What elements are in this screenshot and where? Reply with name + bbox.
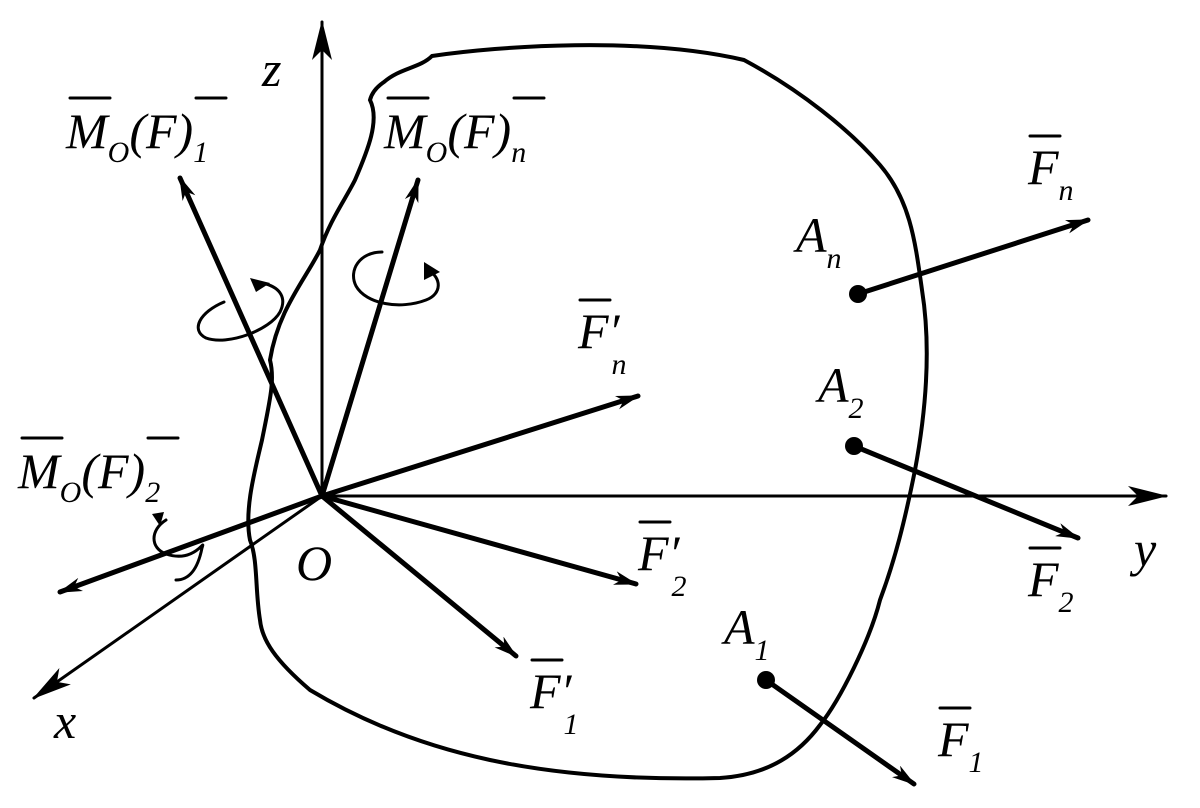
moment-1-label: MO(F)1 <box>65 96 228 169</box>
force-2-prime-arrow <box>319 493 639 587</box>
rotation-arrow-2-icon <box>152 512 205 582</box>
moment-n-arrow <box>319 177 421 499</box>
force-1-prime-label: F′1 <box>529 658 578 741</box>
force-2-arrow <box>851 443 1081 541</box>
force-1-prime-arrow <box>319 493 519 659</box>
x-axis-line <box>32 494 324 700</box>
point-a2-dot <box>845 437 863 455</box>
point-an-label: An <box>793 207 842 275</box>
svg-text:F1: F1 <box>937 711 984 779</box>
svg-text:F2: F2 <box>1027 551 1074 619</box>
moment-n-label: MO(F)n <box>383 96 546 169</box>
point-a1-label: A1 <box>721 599 770 667</box>
moment-2-arrow <box>57 493 325 595</box>
svg-text:MO(F)1: MO(F)1 <box>65 103 208 169</box>
moment-1-arrow <box>177 175 325 499</box>
svg-text:MO(F)2: MO(F)2 <box>17 443 160 509</box>
force-2-prime-label: F′2 <box>637 520 686 603</box>
force-n-label: Fn <box>1027 134 1074 207</box>
body-outline <box>246 43 929 781</box>
svg-text:F′1: F′1 <box>529 663 578 741</box>
z-axis-label: z <box>261 41 281 97</box>
force-n-prime-label: F′n <box>577 298 626 381</box>
force-1-arrow <box>763 677 917 787</box>
moment-2-label: MO(F)2 <box>17 436 180 509</box>
force-n-prime-arrow <box>319 393 641 499</box>
x-axis-label: x <box>53 693 76 749</box>
svg-text:F′n: F′n <box>577 303 626 381</box>
y-axis-label: y <box>1129 521 1157 577</box>
origin-label: O <box>296 535 332 591</box>
svg-text:F′2: F′2 <box>637 525 686 603</box>
force-2-label: F2 <box>1027 546 1074 619</box>
force-n-arrow <box>855 217 1091 297</box>
force-1-label: F1 <box>937 706 984 779</box>
point-a2-label: A2 <box>815 357 864 425</box>
point-a1-dot <box>757 671 775 689</box>
rotation-arrow-n-icon <box>352 250 440 307</box>
svg-text:MO(F)n: MO(F)n <box>383 103 526 169</box>
svg-text:Fn: Fn <box>1027 139 1074 207</box>
point-an-dot <box>849 285 867 303</box>
rotation-arrow-1-icon <box>196 278 285 342</box>
